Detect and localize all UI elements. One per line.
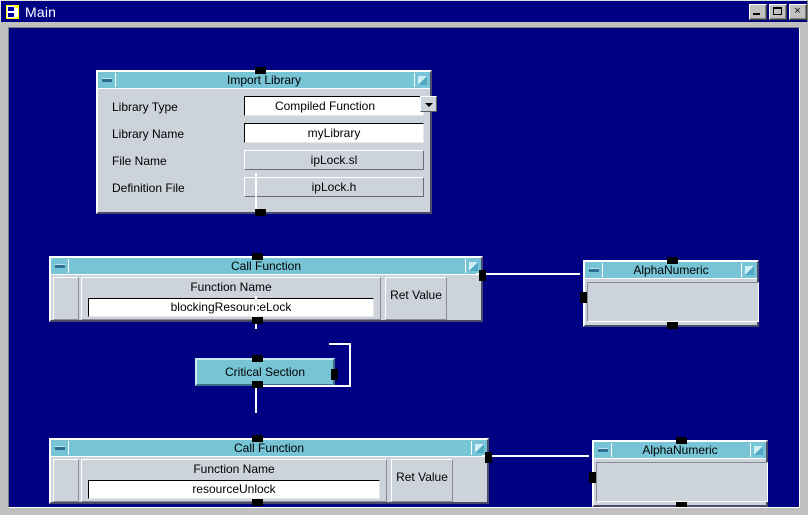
block-alphanumeric-2[interactable]: AlphaNumeric xyxy=(589,437,768,507)
import-library-title: Import Library xyxy=(226,73,302,87)
critical-section-label: Critical Section xyxy=(224,365,306,379)
window-title: Main xyxy=(25,4,57,20)
library-name-input[interactable]: myLibrary xyxy=(244,123,424,143)
call-function-2-title: Call Function xyxy=(233,441,305,455)
alphanumeric-1-title: AlphaNumeric xyxy=(633,263,709,277)
close-icon: × xyxy=(794,5,801,17)
port-call-function-2-ret-out[interactable] xyxy=(485,452,492,463)
block-import-library[interactable]: Import Library Library Type Compiled Fun… xyxy=(96,67,437,216)
function-name-input-1[interactable]: blockingResourceLock xyxy=(88,298,374,317)
port-call-function-2-top[interactable] xyxy=(252,435,263,442)
wire-callfunction1-to-criticalsection xyxy=(255,296,257,329)
alphanumeric-1-titlebar[interactable]: AlphaNumeric xyxy=(585,262,757,279)
close-button[interactable]: × xyxy=(789,4,807,20)
wire-callfunction1-to-alphanumeric1 xyxy=(476,273,580,275)
file-name-button[interactable]: ipLock.sl xyxy=(244,150,424,170)
call-function-2-titlebar[interactable]: Call Function xyxy=(51,440,487,457)
minimize-box-icon[interactable] xyxy=(52,259,69,273)
resize-handle-icon[interactable] xyxy=(741,263,756,277)
minimize-box-icon[interactable] xyxy=(595,443,612,457)
port-alphanumeric-2-in[interactable] xyxy=(589,472,596,483)
wire-callfunction2-to-alphanumeric2 xyxy=(482,455,589,457)
port-import-library-bottom[interactable] xyxy=(255,209,266,216)
maximize-icon xyxy=(773,7,782,15)
resize-handle-icon[interactable] xyxy=(471,441,486,455)
call-function-2-input-slot[interactable] xyxy=(53,459,79,502)
minimize-button[interactable] xyxy=(749,4,767,20)
call-function-2-function-panel: Function Name resourceUnlock xyxy=(81,459,387,502)
label-library-type: Library Type xyxy=(112,100,178,114)
port-alphanumeric-1-bottom[interactable] xyxy=(667,322,678,329)
port-critical-section-bottom[interactable] xyxy=(252,381,263,388)
port-alphanumeric-1-in[interactable] xyxy=(580,292,587,303)
row-definition-file: Definition File ipLock.h xyxy=(106,176,438,203)
wire-criticalsection-segment-3 xyxy=(255,385,351,387)
port-import-library-top[interactable] xyxy=(255,67,266,74)
call-function-1-function-panel: Function Name blockingResourceLock xyxy=(81,277,381,320)
maximize-button[interactable] xyxy=(769,4,787,20)
block-call-function-2[interactable]: Call Function Function Name resourceUnlo… xyxy=(49,435,492,506)
label-function-name: Function Name xyxy=(190,280,272,294)
title-bar[interactable]: Main × xyxy=(0,0,808,22)
alphanumeric-2-title: AlphaNumeric xyxy=(642,443,718,457)
library-type-select[interactable]: Compiled Function xyxy=(244,96,424,116)
row-library-name: Library Name myLibrary xyxy=(106,122,438,149)
minimize-icon xyxy=(753,13,760,15)
call-function-1-ret-value[interactable]: Ret Value xyxy=(385,277,447,320)
port-alphanumeric-2-top[interactable] xyxy=(676,437,687,444)
port-critical-section-top[interactable] xyxy=(252,355,263,362)
label-ret-value: Ret Value xyxy=(390,288,442,302)
wire-criticalsection-segment-4 xyxy=(255,385,257,413)
call-function-1-title: Call Function xyxy=(230,259,302,273)
label-file-name: File Name xyxy=(112,154,167,168)
port-call-function-2-bottom[interactable] xyxy=(252,499,263,506)
minimize-box-icon[interactable] xyxy=(52,441,69,455)
chevron-down-icon[interactable] xyxy=(420,96,437,112)
port-call-function-1-ret-out[interactable] xyxy=(479,270,486,281)
call-function-1-body: Function Name blockingResourceLock Ret V… xyxy=(51,275,481,322)
document-window-icon xyxy=(4,4,21,20)
row-library-type: Library Type Compiled Function xyxy=(106,95,438,122)
wire-criticalsection-segment-2 xyxy=(349,343,351,387)
label-function-name: Function Name xyxy=(193,462,275,476)
import-library-body: Library Type Compiled Function Library N… xyxy=(98,89,448,207)
resize-handle-icon[interactable] xyxy=(465,259,480,273)
definition-file-button[interactable]: ipLock.h xyxy=(244,177,424,197)
function-name-input-2[interactable]: resourceUnlock xyxy=(88,480,380,499)
alphanumeric-2-display[interactable] xyxy=(596,462,768,502)
wire-importlibrary-to-callfunction1 xyxy=(255,173,257,215)
alphanumeric-1-display[interactable] xyxy=(587,282,759,322)
resize-handle-icon[interactable] xyxy=(414,73,429,87)
resize-handle-icon[interactable] xyxy=(750,443,765,457)
label-definition-file: Definition File xyxy=(112,181,185,195)
wire-criticalsection-segment-1 xyxy=(329,343,351,345)
call-function-2-body: Function Name resourceUnlock Ret Value xyxy=(51,457,487,504)
row-file-name: File Name ipLock.sl xyxy=(106,149,438,176)
call-function-1-titlebar[interactable]: Call Function xyxy=(51,258,481,275)
alphanumeric-2-titlebar[interactable]: AlphaNumeric xyxy=(594,442,766,459)
port-call-function-1-top[interactable] xyxy=(252,253,263,260)
import-library-titlebar[interactable]: Import Library xyxy=(98,72,430,89)
block-critical-section[interactable]: Critical Section xyxy=(195,355,338,388)
port-call-function-1-bottom[interactable] xyxy=(252,317,263,324)
diagram-canvas[interactable]: Import Library Library Type Compiled Fun… xyxy=(8,27,800,508)
label-library-name: Library Name xyxy=(112,127,185,141)
call-function-2-ret-value[interactable]: Ret Value xyxy=(391,459,453,502)
block-call-function-1[interactable]: Call Function Function Name blockingReso… xyxy=(49,253,486,324)
port-critical-section-right[interactable] xyxy=(331,369,338,380)
minimize-box-icon[interactable] xyxy=(586,263,603,277)
minimize-box-icon[interactable] xyxy=(99,73,116,87)
port-alphanumeric-2-bottom[interactable] xyxy=(676,502,687,507)
call-function-1-input-slot[interactable] xyxy=(53,277,79,320)
block-alphanumeric-1[interactable]: AlphaNumeric xyxy=(580,257,759,329)
label-ret-value: Ret Value xyxy=(396,470,448,484)
port-alphanumeric-1-top[interactable] xyxy=(667,257,678,264)
